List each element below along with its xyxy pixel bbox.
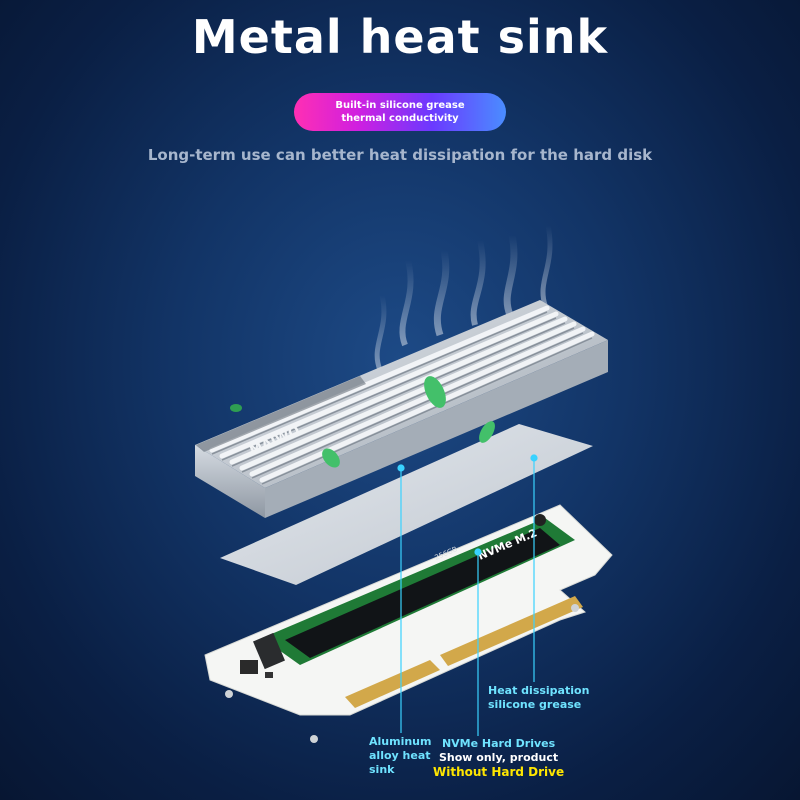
page-title: Metal heat sink <box>191 10 609 64</box>
feature-badge: Built-in silicone grease thermal conduct… <box>294 93 506 131</box>
heat-sink-fins <box>209 305 595 483</box>
leaf-icon <box>322 448 340 468</box>
callout-lines <box>397 454 538 736</box>
leaf-icon <box>479 421 495 443</box>
leaf-icon <box>424 376 446 408</box>
callout-nvme-drive: NVMe Hard Drives Show only, product With… <box>433 737 565 779</box>
m2-connector <box>253 632 285 670</box>
nvme-ssd: NVMe M.2 256GB <box>253 514 575 670</box>
page-subtitle: Long-term use can better heat dissipatio… <box>147 146 653 164</box>
gold-fingers <box>345 660 440 708</box>
silicone-grease-pad <box>220 424 593 585</box>
gold-fingers <box>440 596 583 666</box>
chip-component <box>240 660 258 674</box>
ssd-label-sticker <box>285 528 560 658</box>
screw-icon <box>571 604 579 612</box>
leaf-decorations <box>230 376 495 468</box>
screw-icon <box>310 735 318 743</box>
callout-aluminum-sink: Aluminum alloy heat sink <box>369 735 432 776</box>
leaf-icon <box>230 404 242 412</box>
airflow-streaks <box>374 224 553 371</box>
screw-icon <box>225 690 233 698</box>
callout-silicone-grease: Heat dissipation silicone grease <box>488 684 590 711</box>
heat-sink: MAIWO <box>195 300 608 518</box>
